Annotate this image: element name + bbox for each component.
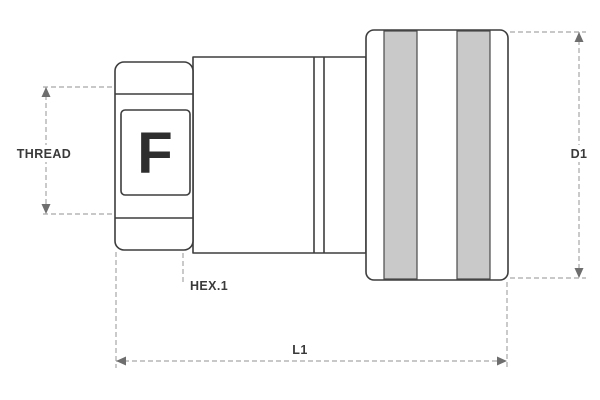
- d1-label-background: [565, 145, 593, 162]
- coupling-body: [192, 56, 367, 254]
- thread-label: THREAD: [17, 147, 71, 161]
- arrow-up-icon: [41, 87, 51, 97]
- thread-label-background: [12, 145, 78, 162]
- d1-label: D1: [571, 147, 588, 161]
- brand-logo-letter: F: [137, 121, 172, 186]
- logo-plate: [120, 109, 191, 196]
- arrow-down-icon: [41, 204, 51, 214]
- arrow-up-icon: [574, 32, 584, 42]
- arrow-down-icon: [574, 268, 584, 278]
- coupling-part: [114, 29, 509, 281]
- dimension-arrowheads: [41, 32, 584, 366]
- arrow-right-icon: [497, 356, 507, 366]
- hex1-label: HEX.1: [190, 279, 228, 293]
- l1-label: L1: [292, 343, 307, 357]
- grip-band-left: [383, 30, 418, 280]
- grip-band-right: [456, 30, 491, 280]
- arrow-left-icon: [116, 356, 126, 366]
